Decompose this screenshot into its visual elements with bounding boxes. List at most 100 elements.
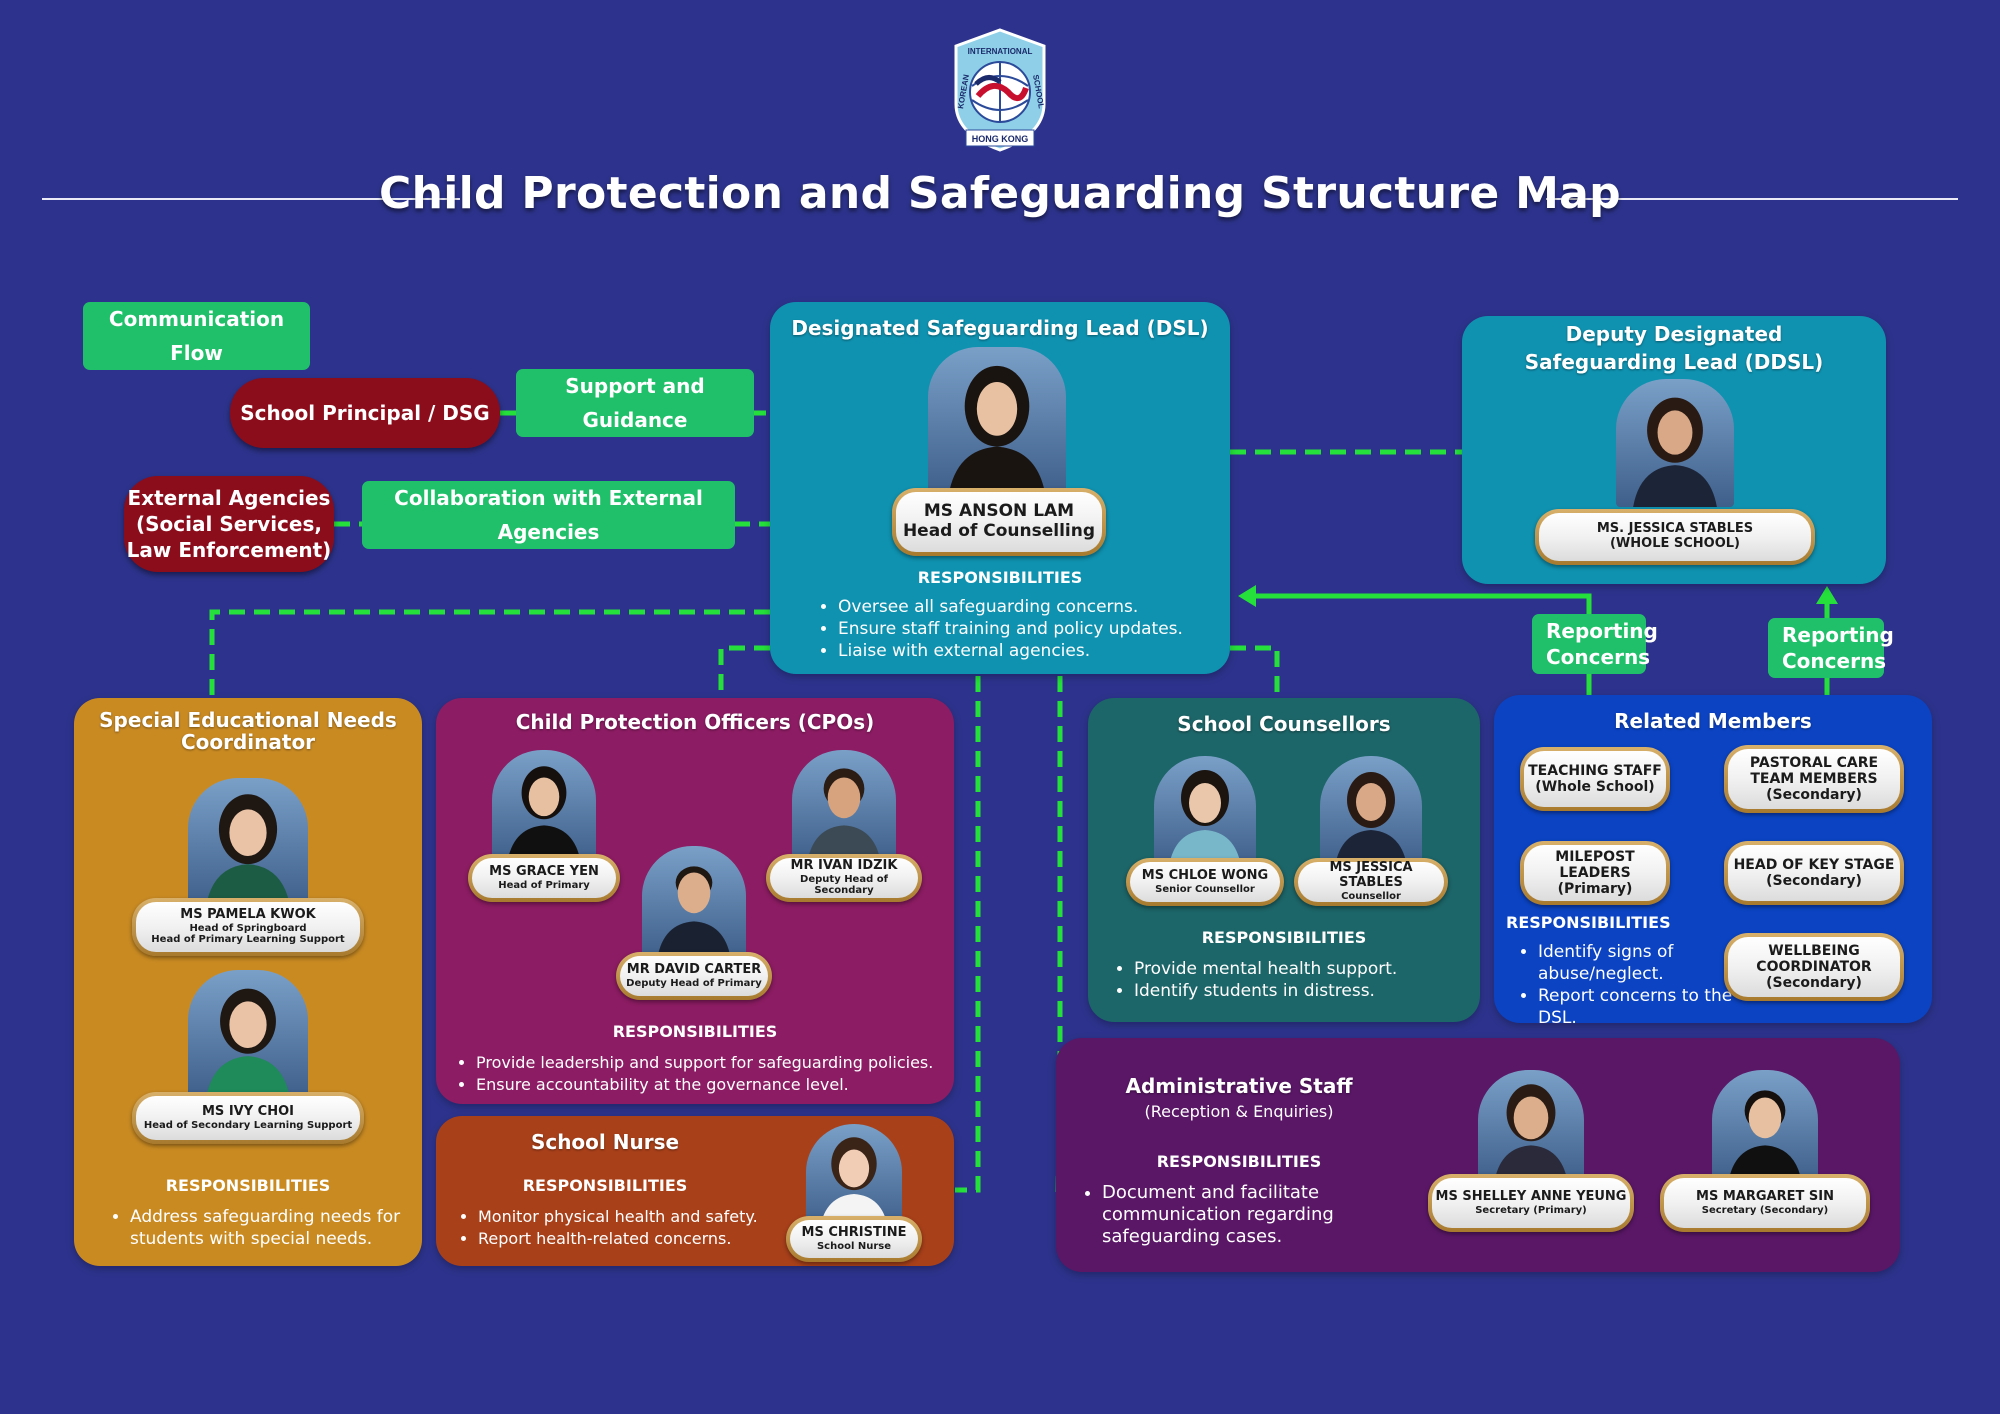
admin-resp-heading: RESPONSIBILITIES — [1156, 1152, 1322, 1171]
external-label-3: Law Enforcement) — [126, 538, 332, 562]
senco-nameplate-2: MS IVY CHOI Head of Secondary Learning S… — [132, 1092, 364, 1144]
cpo-connector — [718, 645, 770, 698]
cpo-resp-item: Provide leadership and support for safeg… — [476, 1052, 933, 1074]
senco-resp-item: Address safeguarding needs for students … — [130, 1206, 420, 1250]
external-label-1: External Agencies — [127, 486, 331, 510]
school-logo: HONG KONG INTERNATIONAL KOREAN SCHOOL — [948, 26, 1052, 156]
admin-nameplate-2: MS MARGARET SIN Secretary (Secondary) — [1660, 1174, 1870, 1232]
member-line: PASTORAL CARE — [1749, 754, 1879, 771]
reporting-tag-2: Reporting Concerns — [1768, 618, 1894, 678]
ddsl-nameplate: MS. JESSICA STABLES (WHOLE SCHOOL) — [1535, 509, 1815, 565]
cpo-resp-item: Ensure accountability at the governance … — [476, 1074, 933, 1096]
member-teaching-staff: TEACHING STAFF (Whole School) — [1520, 747, 1670, 811]
cpo-name-1: MS GRACE YEN — [489, 863, 599, 879]
related-responsibilities: Identify signs of abuse/neglect. Report … — [1516, 941, 1738, 1029]
admin-panel: Administrative Staff (Reception & Enquir… — [1056, 1038, 1900, 1272]
dsl-role: Head of Counselling — [902, 521, 1096, 541]
senco-role-2: Head of Secondary Learning Support — [143, 1119, 353, 1131]
ddsl-photo — [1616, 379, 1734, 507]
member-milepost-leaders: MILEPOST LEADERS (Primary) — [1520, 841, 1670, 905]
nurse-resp-heading: RESPONSIBILITIES — [522, 1176, 688, 1195]
collaboration-tag: Collaboration with External Agencies — [362, 481, 735, 549]
support-guidance-tag: Support and Guidance — [516, 369, 754, 437]
senco-title-1: Special Educational Needs — [99, 708, 397, 732]
ddsl-title-1: Deputy Designated — [1565, 322, 1783, 346]
member-line: COORDINATOR — [1756, 958, 1872, 975]
counsellor-role-1: Senior Counsellor — [1155, 883, 1255, 895]
cpo-role-2: Deputy Head of Secondary — [800, 873, 888, 897]
counsellors-resp-heading: RESPONSIBILITIES — [1201, 928, 1367, 947]
principal-pill: School Principal / DSG — [230, 378, 500, 448]
nurse-resp-item: Monitor physical health and safety. — [478, 1206, 758, 1228]
nurse-role: School Nurse — [816, 1240, 892, 1252]
ddsl-name: MS. JESSICA STABLES — [1596, 521, 1754, 537]
dsl-nameplate: MS ANSON LAM Head of Counselling — [892, 488, 1106, 556]
cpo-nameplate-3: MR DAVID CARTER Deputy Head of Primary — [616, 952, 772, 1000]
logo-banner-text: HONG KONG — [972, 134, 1029, 144]
cpo-responsibilities: Provide leadership and support for safeg… — [454, 1052, 933, 1096]
senco-name-2: MS IVY CHOI — [202, 1103, 294, 1119]
dsl-title: Designated Safeguarding Lead (DSL) — [791, 316, 1209, 340]
nurse-title: School Nurse — [530, 1130, 680, 1154]
counsellor-name-2: MS JESSICA STABLES — [1329, 860, 1413, 891]
external-label-2: (Social Services, — [136, 512, 322, 536]
admin-title: Administrative Staff — [1125, 1074, 1353, 1098]
member-line: TEAM MEMBERS — [1750, 770, 1878, 787]
cpo-role-1: Head of Primary — [498, 879, 590, 891]
counsellors-panel: School Counsellors MS CHLOE WONG Senior … — [1088, 698, 1480, 1022]
dsl-resp-heading: RESPONSIBILITIES — [917, 568, 1083, 587]
member-line: (Secondary) — [1766, 975, 1862, 992]
senco-panel: Special Educational Needs Coordinator MS… — [74, 698, 422, 1266]
cpo-name-2: MR IVAN IDZIK — [790, 858, 898, 874]
cpo-panel: Child Protection Officers (CPOs) MS GRAC… — [436, 698, 954, 1104]
page-title: Child Protection and Safeguarding Struct… — [379, 168, 1621, 219]
senco-nameplate-1: MS PAMELA KWOK Head of Springboard Head … — [132, 898, 364, 956]
member-line: (Secondary) — [1766, 873, 1862, 889]
senco-photo-1 — [188, 778, 308, 906]
nurse-panel: School Nurse RESPONSIBILITIES Monitor ph… — [436, 1116, 954, 1266]
nurse-name: MS CHRISTINE — [801, 1224, 907, 1240]
counsellors-title: School Counsellors — [1177, 712, 1391, 736]
admin-role-1: Secretary (Primary) — [1475, 1204, 1587, 1216]
nurse-resp-item: Report health-related concerns. — [478, 1228, 758, 1250]
legend-label: Communication Flow — [83, 302, 310, 370]
related-resp-item: Report concerns to the DSL. — [1538, 985, 1738, 1029]
member-pastoral-care: PASTORAL CARE TEAM MEMBERS (Secondary) — [1724, 745, 1904, 813]
senco-responsibilities: Address safeguarding needs for students … — [108, 1206, 420, 1250]
counsellors-responsibilities: Provide mental health support. Identify … — [1112, 958, 1397, 1002]
admin-subtitle: (Reception & Enquiries) — [1144, 1102, 1334, 1121]
admin-name-2: MS MARGARET SIN — [1696, 1188, 1834, 1204]
ddsl-panel: Deputy Designated Safeguarding Lead (DDS… — [1462, 316, 1886, 584]
senco-role-1a: Head of Springboard — [189, 922, 307, 934]
counsellor-photo-2 — [1320, 756, 1422, 866]
counsellor-role-2: Counsellor — [1341, 891, 1401, 903]
admin-nameplate-1: MS SHELLEY ANNE YEUNG Secretary (Primary… — [1428, 1174, 1634, 1232]
admin-role-2: Secretary (Secondary) — [1701, 1204, 1829, 1216]
member-wellbeing-coordinator: WELLBEING COORDINATOR (Secondary) — [1724, 933, 1904, 1001]
senco-name-1: MS PAMELA KWOK — [180, 907, 316, 923]
counsellors-resp-item: Identify students in distress. — [1134, 980, 1397, 1002]
reporting-tag-2-text: Reporting Concerns — [1782, 623, 1894, 673]
nurse-connector — [955, 676, 981, 1193]
cpo-photo-1 — [492, 750, 596, 862]
nurse-nameplate: MS CHRISTINE School Nurse — [786, 1216, 922, 1262]
dsl-panel: Designated Safeguarding Lead (DSL) MS AN… — [770, 302, 1230, 674]
dsl-name: MS ANSON LAM — [923, 501, 1075, 522]
reporting-arrowhead-1 — [1238, 585, 1256, 607]
member-line: TEACHING STAFF — [1528, 762, 1662, 779]
dsl-resp-item: Oversee all safeguarding concerns. — [838, 596, 1183, 618]
nurse-responsibilities: Monitor physical health and safety. Repo… — [456, 1206, 758, 1250]
principal-label: School Principal / DSG — [240, 401, 490, 425]
counsellor-connector — [1230, 645, 1280, 698]
cpo-photo-3 — [642, 846, 746, 958]
ddsl-role: (WHOLE SCHOOL) — [1609, 536, 1740, 551]
dsl-resp-item: Ensure staff training and policy updates… — [838, 618, 1183, 640]
member-line: (Secondary) — [1766, 787, 1862, 804]
admin-name-1: MS SHELLEY ANNE YEUNG — [1435, 1188, 1627, 1204]
admin-photo-2 — [1712, 1070, 1818, 1182]
member-line: (Whole School) — [1535, 779, 1655, 795]
counsellor-name-1: MS CHLOE WONG — [1141, 867, 1269, 883]
ddsl-title-2: Safeguarding Lead (DDSL) — [1524, 350, 1824, 374]
senco-resp-heading: RESPONSIBILITIES — [165, 1176, 331, 1195]
dsl-resp-item: Liaise with external agencies. — [838, 640, 1183, 662]
